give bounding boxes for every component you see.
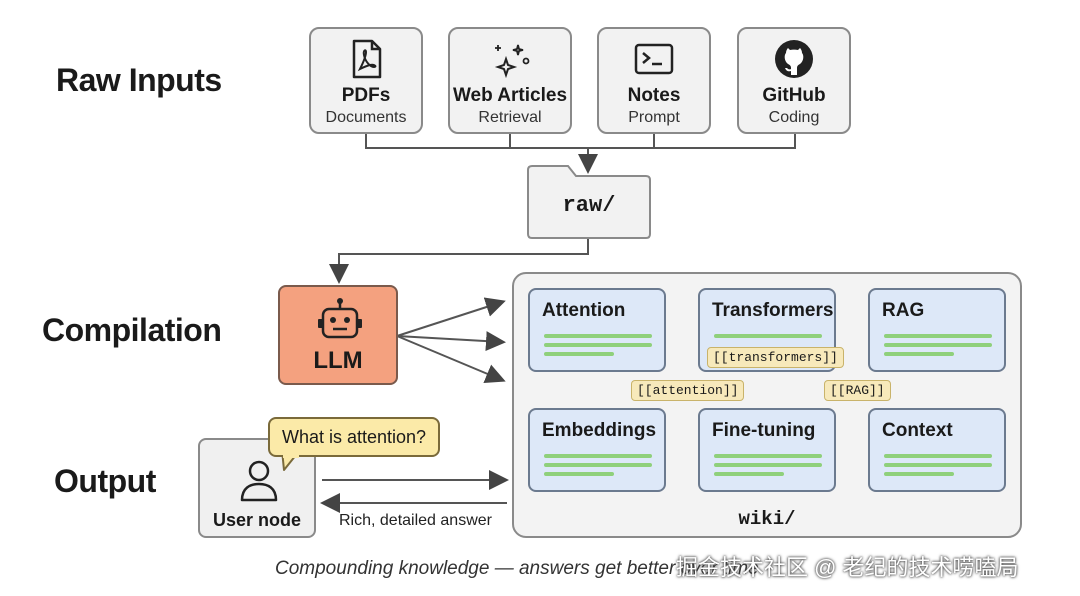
answer-label: Rich, detailed answer [339, 512, 492, 529]
bubble-tail-cover [283, 452, 299, 458]
robot-icon [318, 298, 362, 339]
raw-folder-label: raw/ [562, 193, 616, 218]
text-line [544, 454, 652, 458]
question-bubble: What is attention? [268, 417, 440, 457]
source-github[interactable]: GitHub Coding [737, 27, 851, 134]
source-subtitle: Documents [325, 109, 407, 126]
text-line [544, 343, 652, 347]
raw-folder[interactable] [526, 164, 652, 240]
raw-to-llm-arrow [329, 238, 589, 284]
wiki-card-fine-tuning[interactable]: Fine-tuning [698, 408, 836, 492]
card-title: Transformers [712, 300, 834, 321]
llm-to-wiki-arrow [396, 335, 506, 384]
llm-to-wiki-arrow [396, 297, 506, 337]
card-title: Embeddings [542, 420, 657, 441]
watermark: 掘金技术社区 @ 老纪的技术唠嗑局 [676, 555, 1019, 580]
source-subtitle: Coding [768, 109, 820, 126]
llm-node[interactable]: LLM [278, 285, 398, 385]
card-title: Attention [542, 300, 626, 321]
llm-label: LLM [313, 347, 363, 374]
text-line [884, 454, 992, 458]
source-subtitle: Prompt [628, 109, 680, 126]
text-line [544, 463, 652, 467]
source-title: PDFs [341, 85, 391, 106]
pdf-icon [352, 39, 382, 79]
footer-caption: Compounding knowledge — answers get bett… [275, 558, 759, 579]
text-line [884, 334, 992, 338]
source-title: Notes [627, 85, 681, 106]
text-line [884, 343, 992, 347]
text-line [714, 454, 822, 458]
text-line [544, 472, 614, 476]
source-pdfs[interactable]: PDFs Documents [309, 27, 423, 134]
sparkle-icon [494, 44, 530, 79]
source-notes[interactable]: Notes Prompt [597, 27, 711, 134]
source-connector [365, 134, 796, 149]
text-line [544, 334, 652, 338]
text-line [884, 463, 992, 467]
github-icon [775, 40, 813, 78]
source-title: Web Articles [452, 85, 568, 106]
card-title: Context [882, 420, 953, 441]
wiki-card-context[interactable]: Context [868, 408, 1006, 492]
section-compilation: Compilation [42, 312, 222, 348]
card-title: RAG [882, 300, 925, 321]
text-line [714, 463, 822, 467]
section-output: Output [54, 463, 156, 499]
wiki-label: wiki/ [738, 508, 796, 530]
text-line [884, 352, 954, 356]
user-icon [240, 460, 278, 502]
text-line [714, 334, 822, 338]
link-tag-attention: [[attention]] [631, 380, 745, 401]
text-line [714, 472, 784, 476]
wiki-card-rag[interactable]: RAG [868, 288, 1006, 372]
text-line [884, 472, 954, 476]
link-tag-rag: [[RAG]] [824, 380, 891, 401]
text-line [544, 352, 614, 356]
llm-to-wiki-arrow [396, 331, 506, 352]
user-label: User node [212, 510, 302, 530]
source-title: GitHub [762, 85, 826, 106]
wiki-card-attention[interactable]: Attention [528, 288, 666, 372]
section-raw-inputs: Raw Inputs [56, 62, 222, 98]
wiki-card-embeddings[interactable]: Embeddings [528, 408, 666, 492]
source-subtitle: Retrieval [478, 109, 542, 126]
terminal-icon [634, 43, 674, 75]
link-tag-transformers: [[transformers]] [707, 347, 844, 368]
card-title: Fine-tuning [712, 420, 816, 441]
source-web-articles[interactable]: Web Articles Retrieval [448, 27, 572, 134]
